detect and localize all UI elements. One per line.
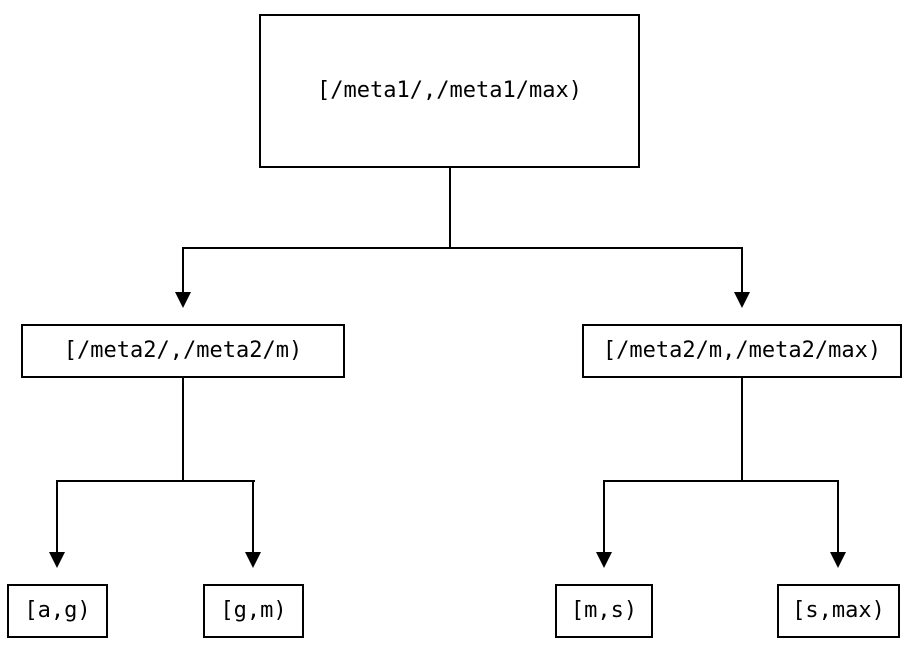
node-root: [/meta1/,/meta1/max) <box>259 14 640 168</box>
connector-level1-right-drop <box>741 247 743 293</box>
arrowhead-down-icon <box>734 292 750 308</box>
arrowhead-down-icon <box>596 552 612 568</box>
connector-leaf-smax-drop <box>837 480 839 553</box>
arrowhead-down-icon <box>175 292 191 308</box>
connector-level1-left-drop <box>182 247 184 293</box>
connector-level1-crossbar <box>182 247 743 249</box>
connector-leaf-ag-drop <box>56 480 58 553</box>
arrowhead-down-icon <box>830 552 846 568</box>
node-level1-right: [/meta2/m,/meta2/max) <box>582 324 902 378</box>
connector-leaf-ms-drop <box>603 480 605 553</box>
arrowhead-down-icon <box>245 552 261 568</box>
connector-right-subtree-stem <box>741 378 743 480</box>
node-leaf-smax: [s,max) <box>777 584 900 638</box>
node-leaf-gm: [g,m) <box>203 584 304 638</box>
node-level1-left: [/meta2/,/meta2/m) <box>21 324 345 378</box>
connector-left-subtree-crossbar <box>56 480 255 482</box>
connector-leaf-gm-drop <box>252 480 254 553</box>
arrowhead-down-icon <box>49 552 65 568</box>
connector-right-subtree-crossbar <box>603 480 839 482</box>
node-leaf-ag: [a,g) <box>7 584 108 638</box>
connector-root-stem <box>449 168 451 247</box>
connector-left-subtree-stem <box>182 378 184 480</box>
node-leaf-ms: [m,s) <box>555 584 653 638</box>
